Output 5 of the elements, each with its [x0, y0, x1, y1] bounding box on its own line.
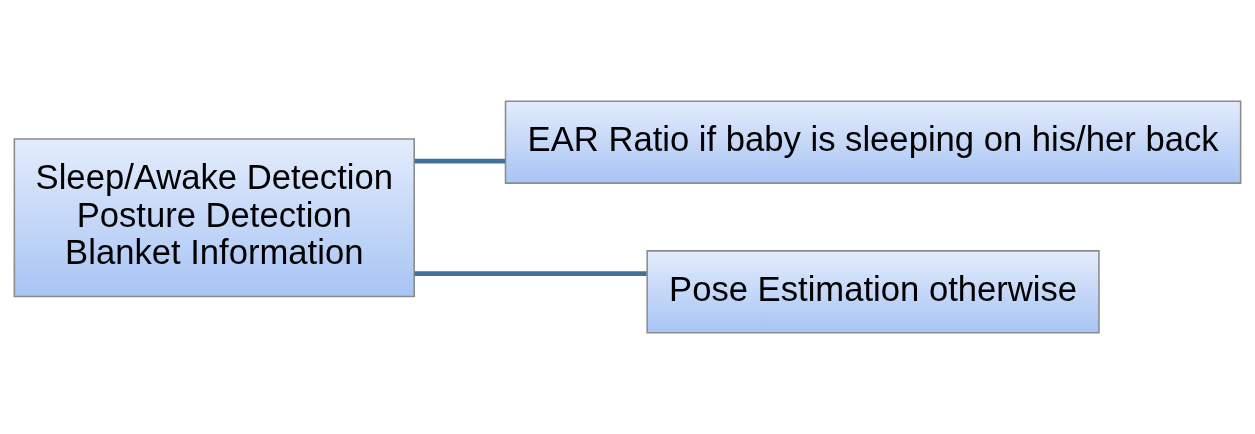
node-box: Sleep/Awake Detection Posture Detection Blanket Information — [13, 138, 415, 298]
connector — [414, 158, 506, 164]
node-box: Pose Estimation otherwise — [646, 250, 1100, 334]
connector — [414, 271, 647, 277]
node-box: EAR Ratio if baby is sleeping on his/her back — [504, 100, 1242, 184]
